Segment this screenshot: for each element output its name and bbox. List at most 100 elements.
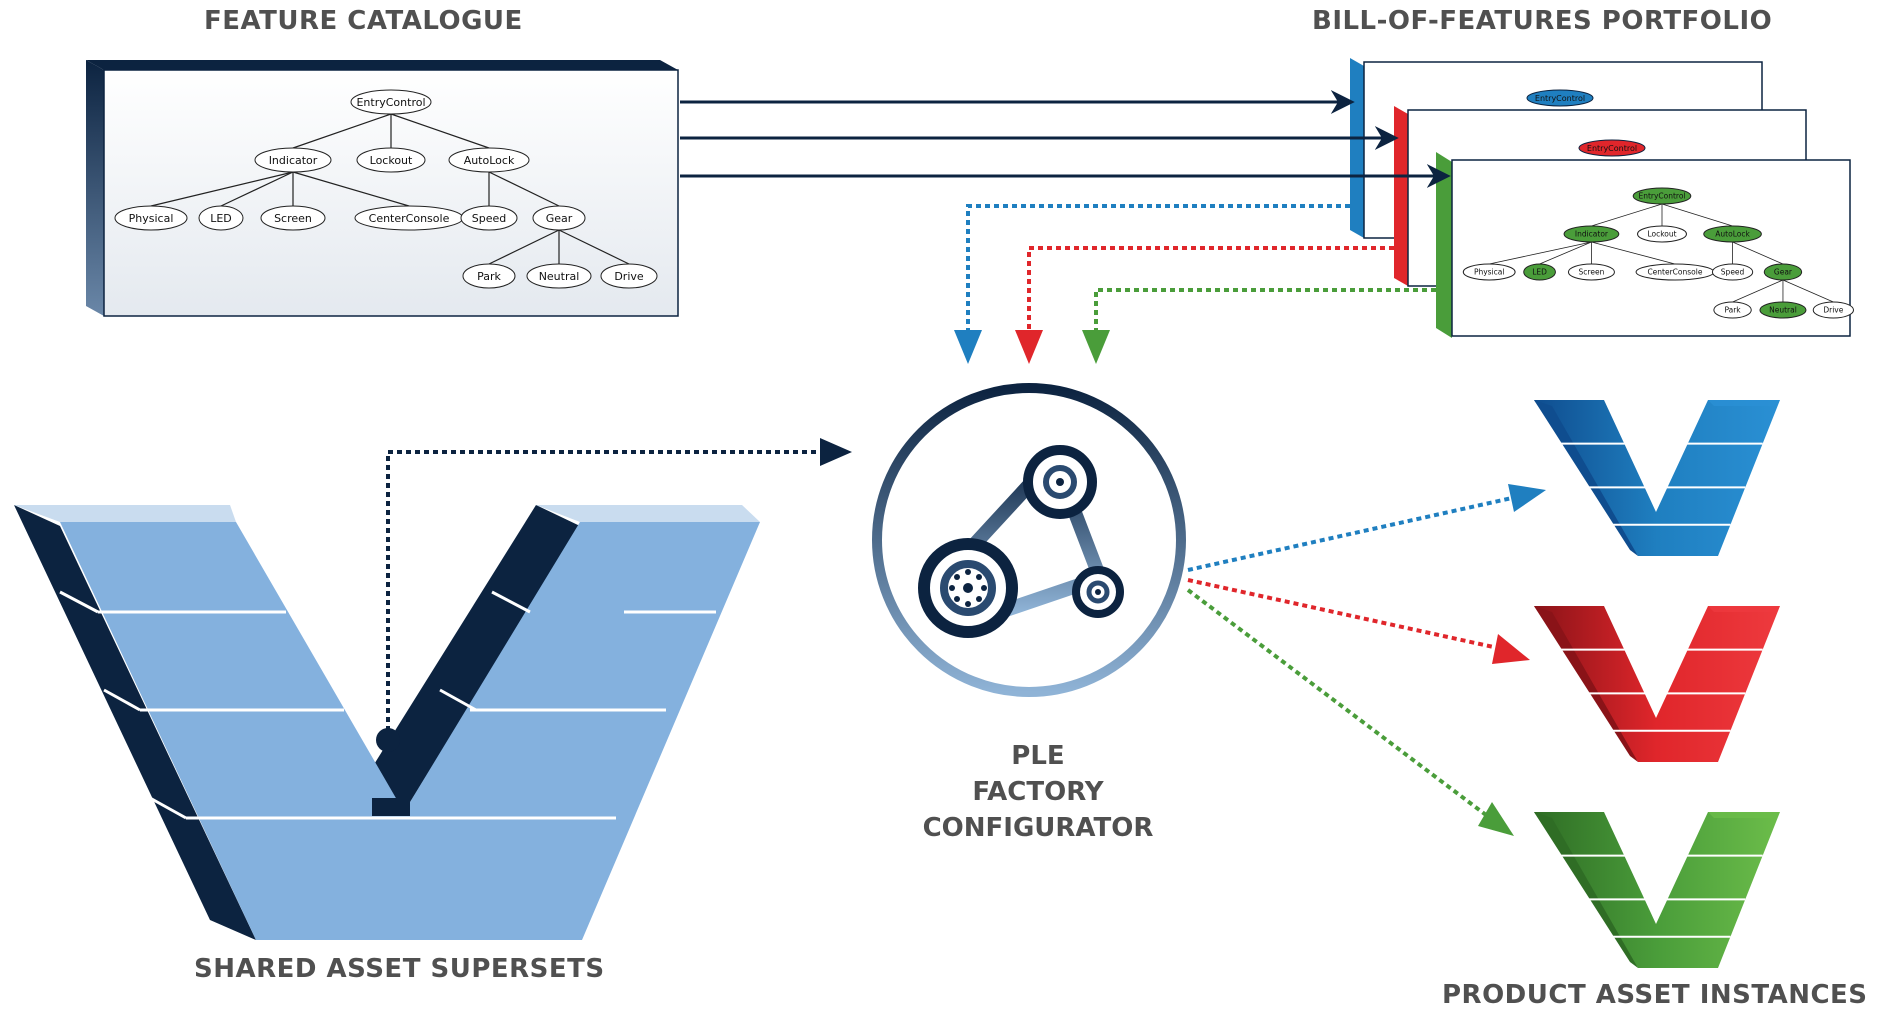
catalogue-label-park: Park (477, 270, 501, 283)
bof-green-label-neutral: Neutral (1769, 306, 1797, 315)
catalogue-edge-indicator-physical (150, 171, 294, 207)
blue-output-arrow (1187, 496, 1513, 572)
bof-green-node-neutral (1759, 301, 1807, 319)
blue-arrowhead (954, 330, 982, 364)
configurator-title: PLE FACTORY CONFIGURATOR (888, 738, 1188, 846)
bof-green-label-indicator: Indicator (1575, 230, 1609, 239)
catalogue-label-led: LED (210, 212, 232, 225)
catalogue-label-speed: Speed (472, 212, 506, 225)
catalogue-edge-autolock-gear (488, 171, 560, 207)
catalogue-node-lockout (356, 147, 426, 173)
catalogue-edge-gear-park (488, 229, 560, 265)
bof-green-label-physical: Physical (1474, 268, 1505, 277)
bof-green-label-gear: Gear (1774, 268, 1793, 277)
bof-portfolio-heading: BILL-OF-FEATURES PORTFOLIO (1312, 6, 1773, 36)
bof-green-node-gear (1763, 263, 1803, 281)
catalogue-node-root (350, 89, 432, 115)
bof-green-edge-gear-park (1732, 279, 1784, 303)
superset-to-configurator-arrow (386, 450, 820, 740)
catalogue-edge-gear-drive (558, 229, 630, 265)
catalogue-label-lockout: Lockout (370, 154, 413, 167)
catalogue-label-centerconsole: CenterConsole (369, 212, 450, 225)
bof-blue-root-label: EntryControl (1535, 94, 1585, 103)
bof-green-node-screen (1567, 263, 1615, 281)
catalogue-node-screen (260, 205, 326, 231)
bof-green-label-autolock: AutoLock (1715, 230, 1750, 239)
blue-output-arrowhead (1508, 484, 1546, 512)
shared-asset-superset-v (14, 505, 760, 940)
bof-green-edge-indicator-physical (1489, 241, 1592, 265)
green-output-arrow (1186, 588, 1492, 820)
configurator-title-line2: FACTORY (972, 777, 1104, 807)
configurator-title-line1: PLE (1011, 741, 1065, 771)
bof-green-node-led (1523, 263, 1556, 281)
product-asset-instances (1534, 400, 1780, 968)
red-output-arrowhead (1492, 634, 1530, 664)
catalogue-node-gear (532, 205, 586, 231)
product-v-green (1534, 812, 1780, 968)
green-dotted-arrow (1094, 288, 1436, 330)
catalogue-edge-indicator-led (220, 171, 294, 207)
configurator-to-products-arrows (1186, 496, 1513, 820)
catalogue-edge-root-indicator (292, 113, 392, 149)
bof-green-edge-root-indicator (1591, 203, 1663, 227)
bof-green-label-lockout: Lockout (1647, 230, 1676, 239)
bof-green-node-speed (1711, 263, 1754, 281)
feature-tree-edges (150, 113, 630, 265)
bof-green-node-physical (1462, 263, 1516, 281)
green-output-arrowhead (1478, 802, 1514, 836)
shared-assets-heading: SHARED ASSET SUPERSETS (194, 954, 605, 984)
bof-tree-edges (1489, 203, 1834, 303)
catalogue-label-root: EntryControl (356, 96, 425, 109)
catalogue-label-drive: Drive (614, 270, 644, 283)
bof-green-edge-indicator-centerconsole (1591, 241, 1676, 265)
catalogue-label-gear: Gear (546, 212, 573, 225)
bof-red-root-label: EntryControl (1587, 144, 1637, 153)
red-dotted-arrow (1027, 246, 1394, 330)
catalogue-label-neutral: Neutral (539, 270, 580, 283)
feature-catalogue-heading: FEATURE CATALOGUE (204, 6, 523, 36)
catalogue-node-led (198, 205, 244, 231)
red-output-arrow (1187, 578, 1499, 650)
catalogue-node-autolock (448, 147, 530, 173)
bof-green-label-centerconsole: CenterConsole (1647, 268, 1702, 277)
catalogue-label-indicator: Indicator (269, 154, 318, 167)
catalogue-label-autolock: AutoLock (464, 154, 515, 167)
bof-green-edge-autolock-gear (1732, 241, 1784, 265)
bof-green-label-root: EntryControl (1638, 192, 1685, 201)
bof-green-label-led: LED (1532, 268, 1547, 277)
product-instances-heading: PRODUCT ASSET INSTANCES (1442, 980, 1868, 1010)
catalogue-node-park (462, 263, 516, 289)
bof-green-node-root (1632, 187, 1692, 205)
catalogue-node-indicator (254, 147, 332, 173)
bof-green-label-speed: Speed (1721, 268, 1745, 277)
bof-green-node-lockout (1637, 225, 1687, 243)
bof-green-node-park (1713, 301, 1752, 319)
bof-green-node-indicator (1563, 225, 1620, 243)
bof-green-edge-indicator-led (1539, 241, 1592, 265)
bof-green-label-park: Park (1724, 306, 1741, 315)
catalogue-edge-indicator-centerconsole (292, 171, 410, 207)
catalogue-to-portfolio-arrows (680, 90, 1451, 188)
catalogue-label-screen: Screen (274, 212, 312, 225)
catalogue-edge-root-autolock (390, 113, 490, 149)
green-arrowhead (1082, 330, 1110, 364)
bof-green-label-drive: Drive (1823, 306, 1843, 315)
product-v-blue (1534, 400, 1780, 556)
catalogue-node-physical (114, 205, 188, 231)
configurator-title-line3: CONFIGURATOR (922, 813, 1154, 843)
bof-green-label-screen: Screen (1579, 268, 1605, 277)
superset-arrowhead (820, 438, 852, 466)
blue-dotted-arrow (966, 204, 1350, 330)
bof-green-edge-root-autolock (1661, 203, 1733, 227)
catalogue-node-neutral (526, 263, 592, 289)
portfolio-to-configurator-arrows (966, 204, 1436, 330)
ple-configurator-icon (872, 383, 1186, 697)
catalogue-node-speed (460, 205, 518, 231)
bof-green-edge-gear-drive (1782, 279, 1834, 303)
catalogue-label-physical: Physical (129, 212, 174, 225)
